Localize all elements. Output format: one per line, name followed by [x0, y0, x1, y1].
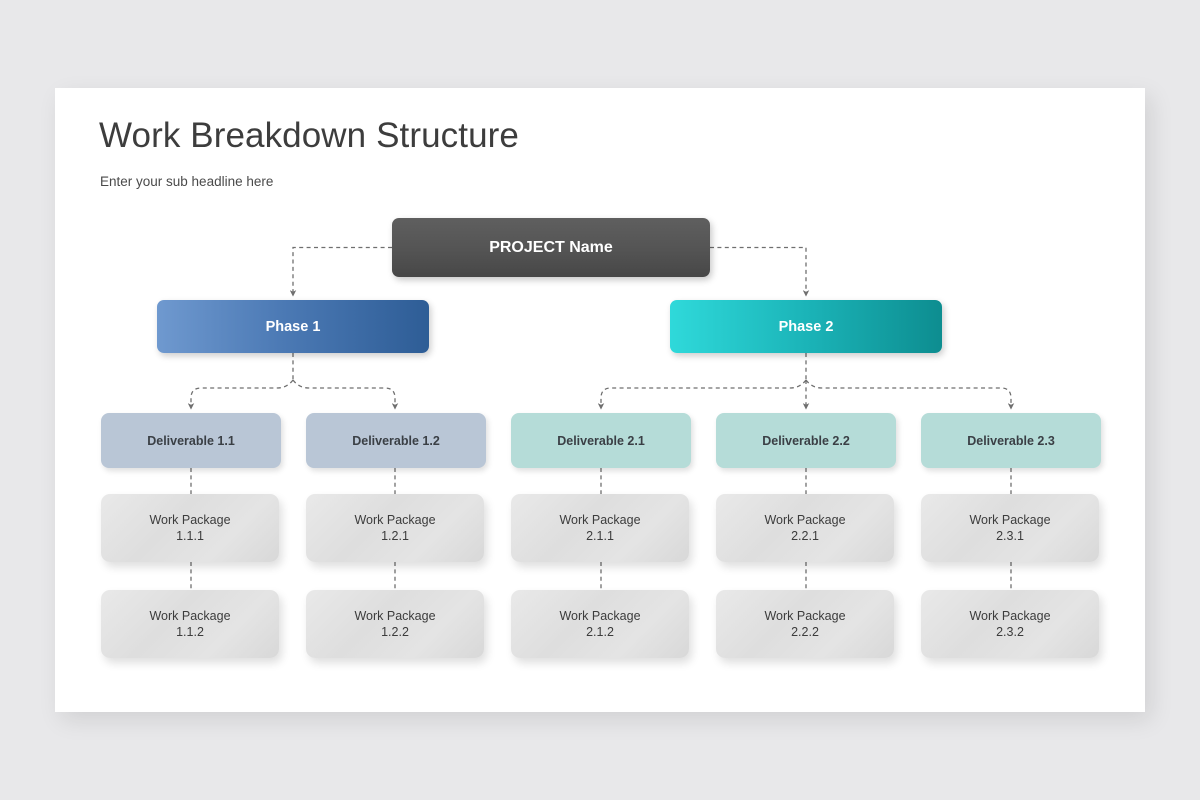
node-work-package-2-2-2[interactable]: Work Package 2.2.2 [716, 590, 894, 658]
node-work-package-1-2-1[interactable]: Work Package 1.2.1 [306, 494, 484, 562]
node-number: 1.2.2 [381, 625, 409, 639]
node-deliverable-2-1[interactable]: Deliverable 2.1 [511, 413, 691, 468]
node-number: 1.1.1 [176, 529, 204, 543]
node-work-package-1-1-1[interactable]: Work Package 1.1.1 [101, 494, 279, 562]
node-label: Work Package [559, 608, 641, 623]
node-label: Work Package [969, 608, 1051, 623]
node-label: Work Package [354, 608, 436, 623]
node-work-package-2-3-2[interactable]: Work Package 2.3.2 [921, 590, 1099, 658]
node-work-package-2-2-1[interactable]: Work Package 2.2.1 [716, 494, 894, 562]
node-number: 2.1.1 [586, 529, 614, 543]
node-number: 2.3.2 [996, 625, 1024, 639]
node-label: PROJECT Name [489, 238, 613, 256]
node-label: Work Package [764, 608, 846, 623]
node-label: Work Package [969, 512, 1051, 527]
node-label: Work Package [149, 512, 231, 527]
node-label: Deliverable 1.1 [147, 433, 235, 448]
node-label: Work Package [149, 608, 231, 623]
node-label: Deliverable 2.3 [967, 433, 1055, 448]
node-work-package-2-3-1[interactable]: Work Package 2.3.1 [921, 494, 1099, 562]
node-label: Phase 1 [265, 318, 321, 335]
wbs-diagram: PROJECT Name Phase 1 Phase 2 Deliverable… [55, 88, 1145, 712]
slide-canvas: Work Breakdown Structure Enter your sub … [55, 88, 1145, 712]
page-subtitle: Enter your sub headline here [100, 174, 274, 189]
node-work-package-2-1-1[interactable]: Work Package 2.1.1 [511, 494, 689, 562]
node-phase-2[interactable]: Phase 2 [670, 300, 942, 353]
node-number: 2.3.1 [996, 529, 1024, 543]
node-number: 1.2.1 [381, 529, 409, 543]
node-number: 1.1.2 [176, 625, 204, 639]
node-deliverable-1-1[interactable]: Deliverable 1.1 [101, 413, 281, 468]
node-label: Work Package [764, 512, 846, 527]
node-work-package-1-1-2[interactable]: Work Package 1.1.2 [101, 590, 279, 658]
node-label: Work Package [559, 512, 641, 527]
node-work-package-2-1-2[interactable]: Work Package 2.1.2 [511, 590, 689, 658]
node-deliverable-2-2[interactable]: Deliverable 2.2 [716, 413, 896, 468]
node-label: Work Package [354, 512, 436, 527]
node-work-package-1-2-2[interactable]: Work Package 1.2.2 [306, 590, 484, 658]
node-project-root[interactable]: PROJECT Name [392, 218, 710, 277]
node-phase-1[interactable]: Phase 1 [157, 300, 429, 353]
page-title: Work Breakdown Structure [99, 116, 519, 155]
node-deliverable-2-3[interactable]: Deliverable 2.3 [921, 413, 1101, 468]
node-number: 2.1.2 [586, 625, 614, 639]
node-number: 2.2.1 [791, 529, 819, 543]
node-label: Deliverable 2.2 [762, 433, 850, 448]
node-deliverable-1-2[interactable]: Deliverable 1.2 [306, 413, 486, 468]
node-number: 2.2.2 [791, 625, 819, 639]
node-label: Deliverable 2.1 [557, 433, 645, 448]
node-label: Deliverable 1.2 [352, 433, 440, 448]
node-label: Phase 2 [778, 318, 834, 335]
